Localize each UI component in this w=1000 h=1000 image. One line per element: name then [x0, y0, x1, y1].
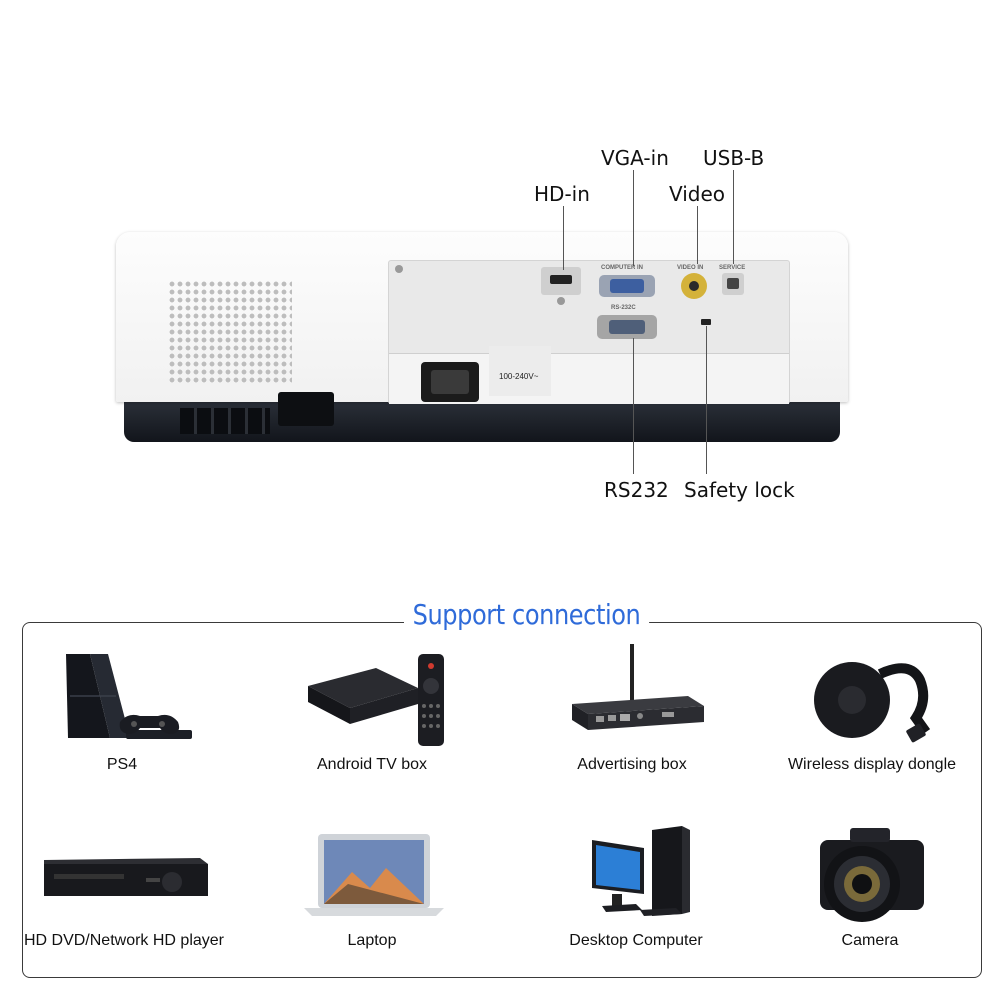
hd-leader-line [563, 206, 564, 270]
desktop-computer-icon [592, 826, 690, 916]
device-label: Desktop Computer [569, 932, 703, 949]
device-wireless-dongle: Wireless display dongle [752, 642, 992, 782]
wireless-dongle-icon [814, 662, 931, 743]
voltage-label: 100-240V~ [499, 372, 539, 381]
device-dvd-player: HD DVD/Network HD player [4, 818, 244, 958]
voltage-plate [489, 346, 551, 396]
screw-icon [395, 265, 403, 273]
power-socket-icon [421, 362, 479, 402]
device-laptop: Laptop [252, 818, 492, 958]
advertising-box-icon [572, 644, 704, 730]
device-label: Laptop [347, 932, 397, 949]
device-label: PS4 [106, 756, 138, 773]
speaker-grille [168, 280, 292, 384]
rs232-port-icon [597, 315, 657, 339]
vga-port-icon [599, 275, 655, 297]
bottom-vent [180, 408, 270, 434]
device-label: Android TV box [317, 756, 427, 773]
hdmi-port-icon [541, 267, 581, 295]
device-advertising-box: Advertising box [512, 642, 752, 782]
device-label: Camera [841, 932, 899, 949]
video-leader-line [697, 206, 698, 264]
usb-leader-line [733, 170, 734, 264]
vga-in-callout: VGA-in [601, 146, 669, 170]
video-in-label: VIDEO IN [677, 265, 704, 271]
device-label: Advertising box [577, 756, 687, 773]
video-port-icon [681, 273, 707, 299]
hd-in-callout: HD-in [534, 182, 590, 206]
android-tv-box-icon [308, 654, 444, 746]
power-area: 100-240V~ [389, 346, 789, 404]
device-label: Wireless display dongle [787, 756, 957, 773]
device-ps4: PS4 [2, 642, 242, 782]
projector-rear-image: COMPUTER IN RS-232C VIDEO IN SERVICE 100… [116, 232, 848, 444]
projector-foot [278, 392, 334, 426]
rs232c-label: RS-232C [611, 305, 636, 311]
usb-b-port-icon [722, 273, 744, 295]
computer-in-label: COMPUTER IN [601, 265, 643, 271]
device-camera: Camera [750, 818, 990, 958]
device-desktop-computer: Desktop Computer [516, 818, 756, 958]
usb-b-callout: USB-B [703, 146, 765, 170]
screw-icon [557, 297, 565, 305]
connector-panel: COMPUTER IN RS-232C VIDEO IN SERVICE 100… [388, 260, 790, 404]
laptop-icon [304, 834, 444, 916]
camera-icon [820, 828, 924, 922]
safety-lock-callout: Safety lock [684, 478, 795, 502]
device-android-tv-box: Android TV box [252, 642, 492, 782]
video-callout: Video [669, 182, 726, 206]
support-connection-title: Support connection [404, 598, 649, 631]
service-label: SERVICE [719, 265, 746, 271]
rs232-leader-line [633, 338, 634, 474]
vga-leader-line [633, 170, 634, 266]
device-label: HD DVD/Network HD player [23, 932, 225, 949]
ps4-console-icon [66, 654, 192, 739]
safety-lock-leader-line [706, 326, 707, 474]
safety-lock-slot-icon [701, 319, 711, 325]
dvd-player-icon [44, 858, 208, 896]
rs232-callout: RS232 [604, 478, 669, 502]
